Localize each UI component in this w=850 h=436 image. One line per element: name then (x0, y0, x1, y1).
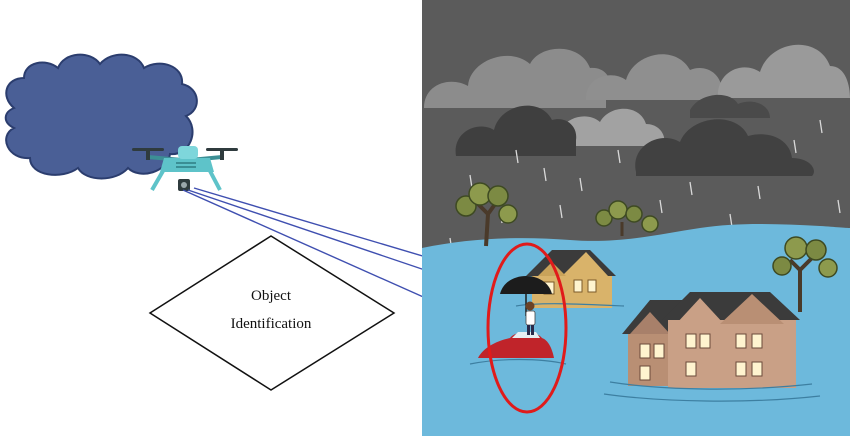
stranded-person (500, 276, 552, 335)
detection-highlight-ellipse (486, 242, 568, 414)
object-identification-decision: Object Identification (148, 235, 396, 391)
tree-right (772, 236, 838, 312)
submerged-car (469, 332, 567, 365)
decision-label-line1: Object (251, 288, 292, 304)
tree-center (595, 200, 659, 236)
storm-clouds (424, 44, 850, 176)
drone-icon (132, 146, 238, 192)
cloud-icon (4, 53, 198, 180)
house-large (603, 292, 821, 402)
decision-label-line2: Identification (231, 316, 312, 332)
tree-left (455, 182, 518, 247)
flood-scene-illustration (422, 0, 850, 436)
